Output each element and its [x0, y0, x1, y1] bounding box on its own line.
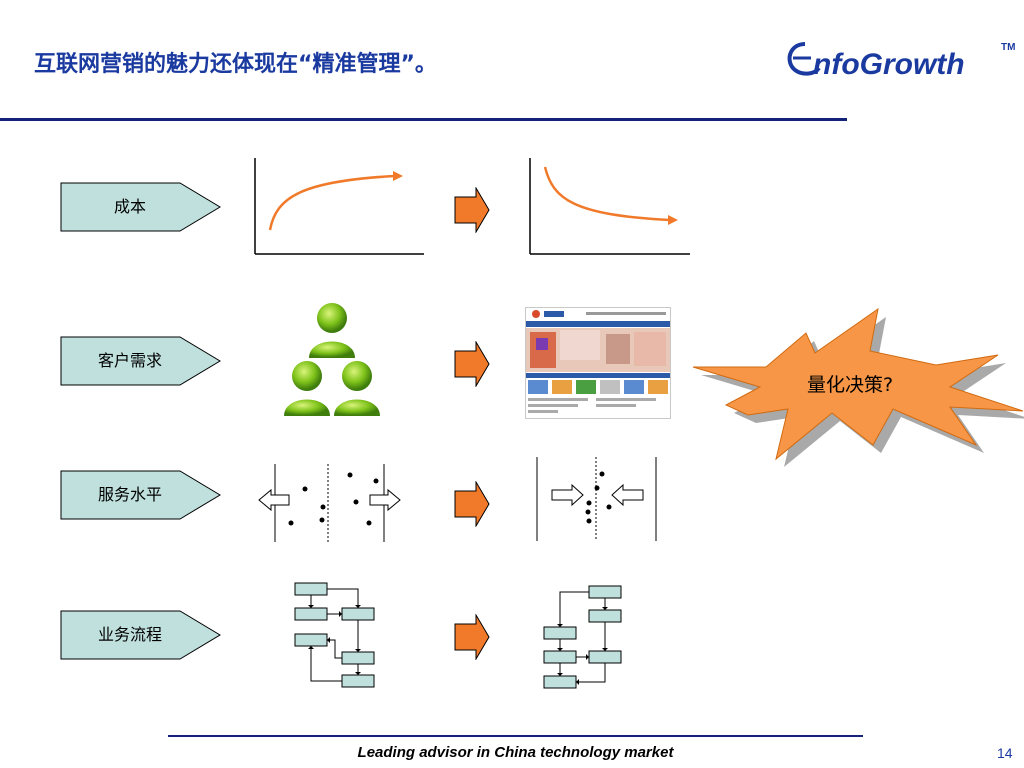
row-label-text: 服务水平 [97, 485, 162, 504]
row-label-cost: 成本 [60, 182, 222, 232]
service-level-focused-diagram [536, 457, 657, 541]
logo-trademark: TM [1001, 42, 1015, 53]
row-label-service-level: 服务水平 [60, 470, 222, 520]
customer-group-icon [284, 303, 380, 416]
footer-tagline: Leading advisor in China technology mark… [357, 744, 674, 761]
transition-arrow-icon [454, 614, 490, 660]
page-title: 互联网营销的魅力还体现在“精准管理”。 [34, 52, 437, 77]
row-label-customer-demand: 客户需求 [60, 336, 222, 386]
row-label-text: 客户需求 [97, 351, 162, 370]
infogrowth-logo: nfoGrowth TM [787, 42, 1015, 80]
transition-arrow-icon [454, 341, 490, 387]
website-screenshot-image [525, 307, 671, 419]
callout-text: 量化决策? [806, 374, 894, 396]
row-label-business-process: 业务流程 [60, 610, 222, 660]
transition-arrow-icon [454, 187, 490, 233]
logo-wordmark: nfoGrowth [813, 48, 965, 80]
rising-cost-curve [254, 158, 424, 255]
process-flow-before-diagram [294, 582, 375, 688]
service-level-spread-diagram [258, 464, 401, 542]
row-label-text: 成本 [113, 197, 146, 216]
process-flow-after-diagram [543, 585, 622, 689]
header-divider [0, 118, 847, 121]
transition-arrow-icon [454, 481, 490, 527]
footer-divider [168, 735, 863, 737]
falling-cost-curve [529, 158, 690, 255]
row-label-text: 业务流程 [97, 625, 162, 644]
page-number: 14 [997, 745, 1013, 761]
quantified-decision-starburst [692, 307, 1024, 467]
